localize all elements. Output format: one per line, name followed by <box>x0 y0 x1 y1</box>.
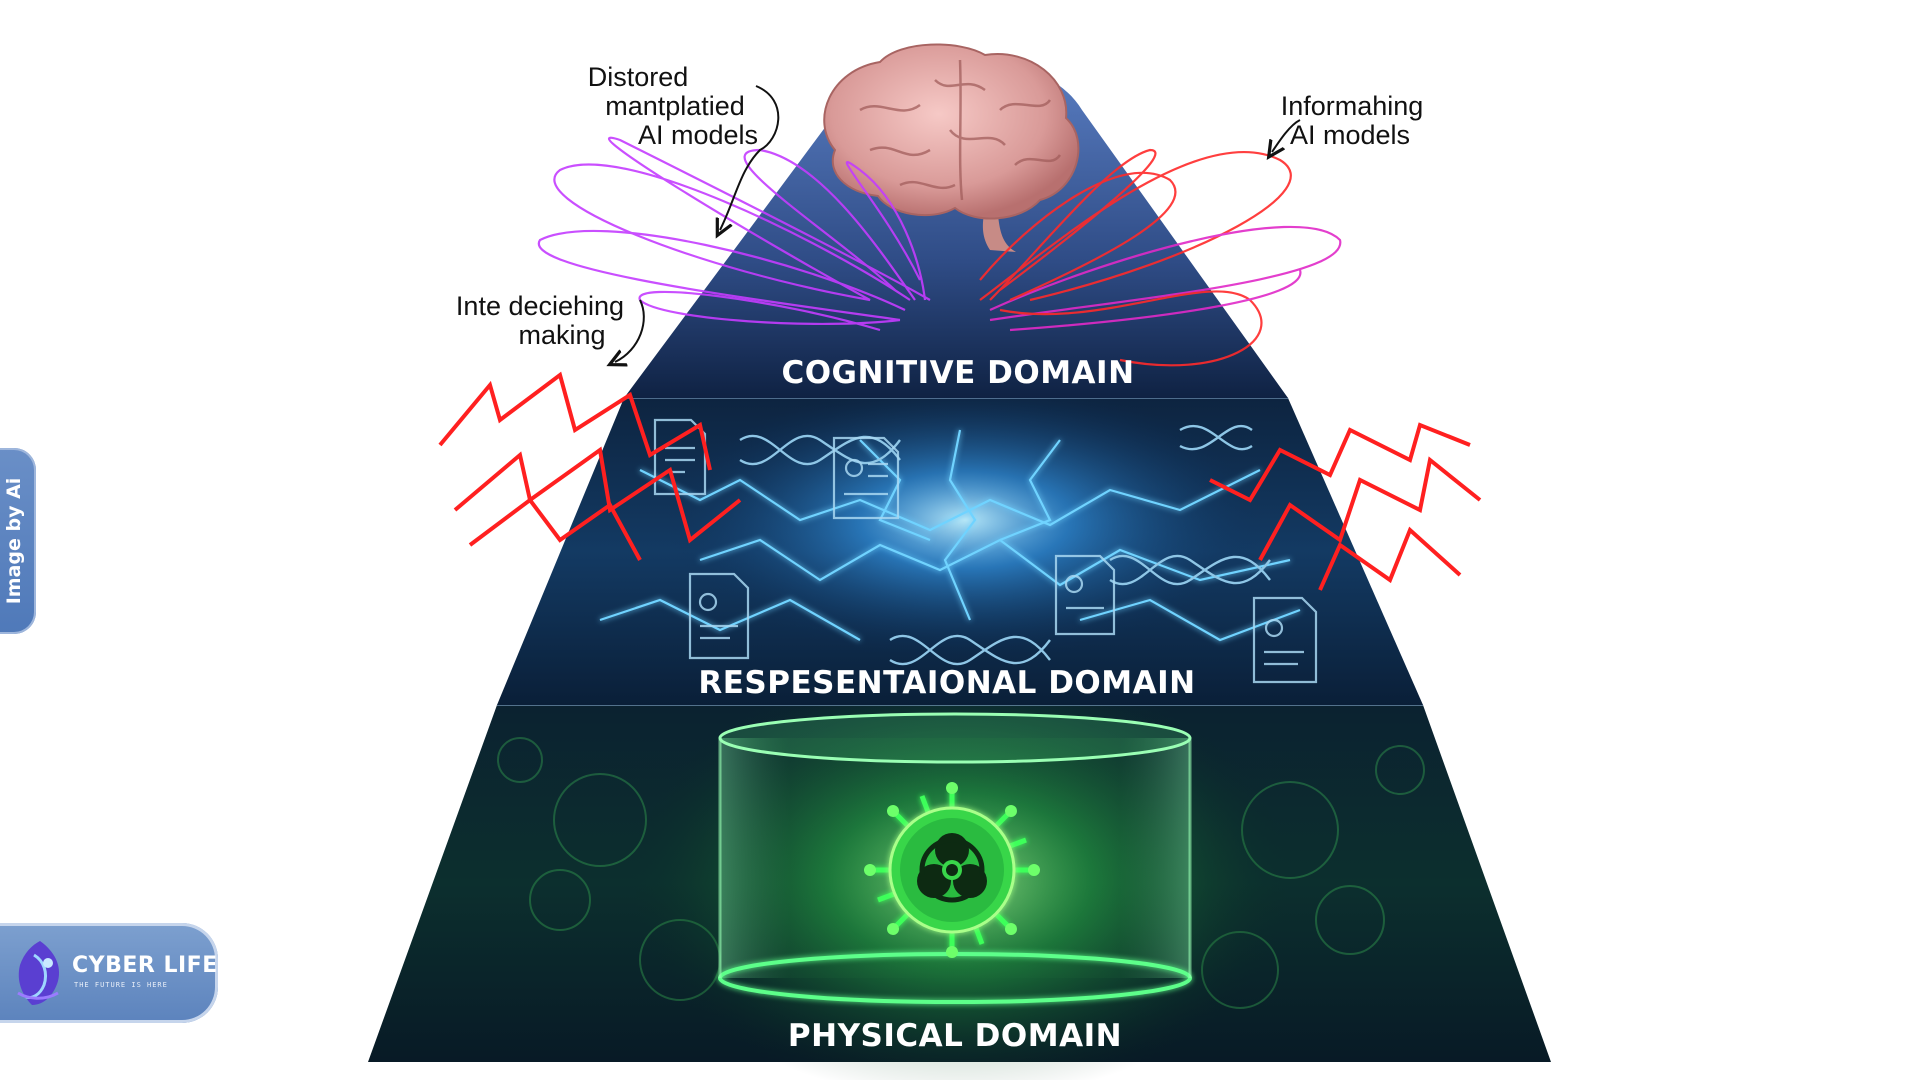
svg-text:Informahing: Informahing <box>1281 91 1424 121</box>
annotation-arrow <box>720 85 780 230</box>
virus-icon <box>864 782 1040 958</box>
red-lightning-right <box>1209 422 1482 591</box>
svg-text:making: making <box>518 320 605 350</box>
biohazard-icon <box>917 833 987 903</box>
svg-text:mantplatied: mantplatied <box>605 91 745 121</box>
document-icon <box>1252 596 1318 684</box>
brand-name: CYBER LIFE <box>72 953 218 978</box>
red-lightning-left <box>438 371 742 561</box>
annotation-middle-left: Inte deciehing making <box>456 291 645 362</box>
image-by-ai-text: Image by Ai <box>3 477 25 605</box>
representational-domain-label: RESPESENTAIONAL DOMAIN <box>698 665 1195 701</box>
brain-icon <box>823 43 1080 252</box>
cyber-life-logo-badge: CYBER LIFE THE FUTURE IS HERE <box>0 923 218 1023</box>
document-icon <box>1054 554 1116 636</box>
brand-tagline: THE FUTURE IS HERE <box>74 981 168 989</box>
physical-domain-label: PHYSICAL DOMAIN <box>788 1018 1122 1054</box>
document-icon <box>688 572 750 660</box>
annotation-arrow <box>1272 119 1301 152</box>
cognitive-domain-label: COGNITIVE DOMAIN <box>781 355 1134 391</box>
annotation-arrow <box>615 299 645 362</box>
svg-text:Distored: Distored <box>588 62 689 92</box>
svg-text:Inte deciehing: Inte deciehing <box>456 291 624 321</box>
representational-domain-tier: RESPESENTAIONAL DOMAIN <box>497 380 1423 705</box>
document-icon <box>832 436 900 520</box>
physical-domain-tier: PHYSICAL DOMAIN <box>368 660 1551 1080</box>
cognitive-domain-tier: COGNITIVE DOMAIN <box>537 43 1342 398</box>
annotation-top-right: Informahing AI models <box>1272 91 1423 152</box>
annotation-top-left: Distored mantplatied AI models <box>588 62 780 230</box>
image-by-ai-badge: Image by Ai <box>0 448 36 634</box>
cyber-life-logo-icon <box>17 941 60 1005</box>
svg-text:AI models: AI models <box>638 120 758 150</box>
svg-text:AI models: AI models <box>1290 120 1410 150</box>
disruption-scribble-right <box>979 148 1342 367</box>
